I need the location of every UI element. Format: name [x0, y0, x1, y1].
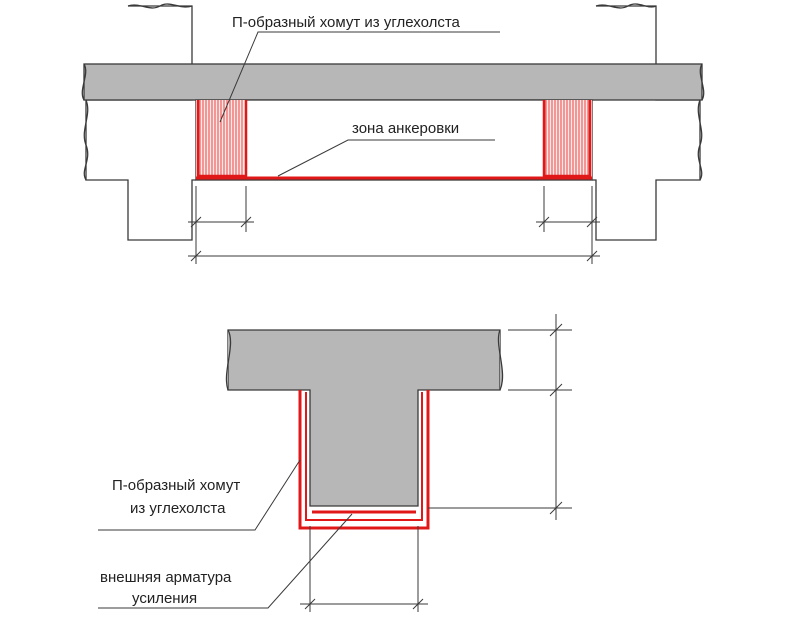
label-bottom-clamp-1: П-образный хомут: [112, 477, 240, 494]
label-anchor-zone: зона анкеровки: [352, 120, 459, 137]
left-wall-break: [83, 99, 89, 181]
leader-top-clamp: [219, 31, 500, 123]
section-dimensions-right: [428, 314, 572, 520]
slab-break-left: [81, 63, 87, 101]
u-clamp-inner: [305, 392, 423, 521]
top-dimensions: [188, 186, 600, 264]
leader-bottom-clamp: [98, 459, 301, 531]
left-clamp-outline: [196, 100, 248, 178]
floor-slab: [83, 63, 703, 101]
right-wall-break: [697, 99, 703, 181]
right-column-break: [595, 3, 657, 9]
section-dimensions-bottom: [300, 526, 428, 612]
left-wall: [85, 5, 196, 241]
longitudinal-view: П-образный хомут из углехолста зона анке…: [81, 3, 705, 264]
slab-break-right: [699, 63, 705, 101]
label-top-clamp: П-образный хомут из углехолста: [232, 14, 461, 31]
leader-anchor-zone: [277, 139, 495, 177]
left-clamp-hatch: [196, 100, 246, 178]
right-clamp-hatch: [544, 100, 592, 178]
u-clamp-outer: [298, 390, 430, 530]
cross-section-view: П-образный хомут из углехолста внешняя а…: [98, 314, 572, 612]
leader-external-rebar: [98, 513, 353, 609]
right-wall: [592, 5, 701, 241]
label-external-rebar-1: внешняя арматура: [100, 569, 232, 586]
section-break-right: [497, 329, 504, 391]
label-external-rebar-2: усиления: [132, 590, 197, 607]
label-bottom-clamp-2: из углехолста: [130, 500, 226, 517]
t-beam-section: [227, 329, 501, 507]
beam: [195, 99, 593, 181]
right-clamp-outline: [542, 100, 592, 178]
section-break-left: [225, 329, 232, 391]
left-column-break: [127, 3, 193, 9]
